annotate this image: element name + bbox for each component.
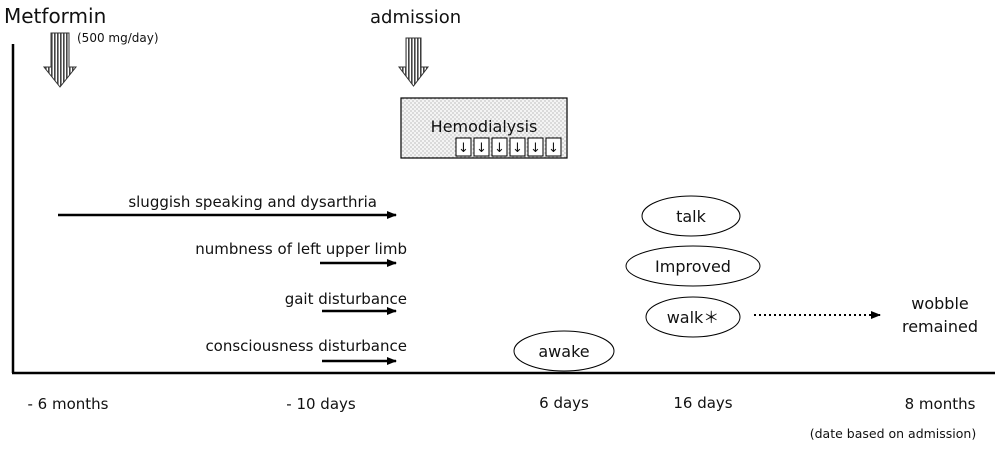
admission-down-arrow-icon xyxy=(397,37,430,87)
down-arrow-icon: ↓ xyxy=(494,141,505,156)
talk-label: talk xyxy=(676,207,707,226)
symptom-label-consciousness: consciousness disturbance xyxy=(205,337,407,355)
symptom-label-gait: gait disturbance xyxy=(285,290,407,308)
wobble-label-line2: remained xyxy=(902,317,978,336)
down-arrow-icon: ↓ xyxy=(476,141,487,156)
axis-note: (date based on admission) xyxy=(810,426,976,441)
session-box xyxy=(473,137,490,157)
tick-label-6-days: 6 days xyxy=(539,394,589,412)
down-arrow-icon: ↓ xyxy=(458,141,469,156)
session-box xyxy=(527,137,544,157)
metformin-dose-label: (500 mg/day) xyxy=(77,31,159,45)
tick-label-8-months: 8 months xyxy=(905,395,976,413)
tick-label-16-days: 16 days xyxy=(673,394,732,412)
awake-label: awake xyxy=(538,342,589,361)
hemodialysis-sessions: ↓ ↓ ↓ ↓ ↓ ↓ xyxy=(455,137,562,157)
admission-label: admission xyxy=(370,7,461,28)
down-arrow-icon: ↓ xyxy=(548,141,559,156)
tick-label-minus-6-months: - 6 months xyxy=(28,395,109,413)
walk-ellipse xyxy=(645,296,741,338)
down-arrow-icon: ↓ xyxy=(512,141,523,156)
session-box xyxy=(455,137,472,157)
walk-label: walk＊ xyxy=(667,308,720,327)
improved-label: Improved xyxy=(655,257,731,276)
down-arrow-icon: ↓ xyxy=(530,141,541,156)
symptom-label-dysarthria: sluggish speaking and dysarthria xyxy=(128,193,377,211)
metformin-label: Metformin xyxy=(4,4,106,28)
metformin-down-arrow-icon xyxy=(42,32,78,88)
session-box xyxy=(509,137,526,157)
talk-ellipse xyxy=(641,195,741,237)
session-box xyxy=(545,137,562,157)
awake-ellipse xyxy=(513,330,615,372)
tick-label-minus-10-days: - 10 days xyxy=(286,395,356,413)
improved-ellipse xyxy=(625,245,761,287)
session-box xyxy=(491,137,508,157)
wobble-label-line1: wobble xyxy=(911,294,968,313)
symptom-label-numbness: numbness of left upper limb xyxy=(195,240,407,258)
hemodialysis-label: Hemodialysis xyxy=(431,117,538,136)
